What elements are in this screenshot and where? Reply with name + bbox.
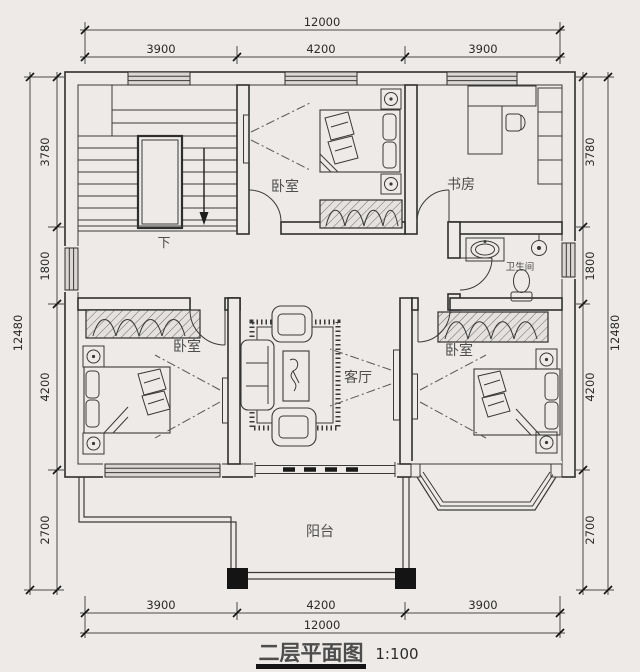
- stair-down-arrow: [199, 148, 209, 225]
- title-underline: [256, 664, 366, 669]
- title-block: 二层平面图 1:100: [256, 642, 419, 669]
- window-top-middle: [284, 71, 358, 86]
- room-bedroom-right: 卧室: [411, 309, 561, 454]
- tv-living: [393, 349, 400, 421]
- sofa: [240, 339, 275, 411]
- balcony-column-right: [395, 568, 416, 589]
- wardrobe-left: [85, 309, 201, 339]
- dim-right-seg3: 4200: [583, 372, 597, 401]
- window-top-left: [127, 71, 191, 86]
- balcony: 阳台: [78, 477, 416, 589]
- balcony-label: 阳台: [306, 523, 334, 539]
- bedroom-top-label: 卧室: [271, 178, 299, 194]
- door-bedroom-right: [417, 309, 451, 343]
- nightstand: [380, 88, 402, 110]
- dim-bottom-total: 12000: [304, 618, 341, 632]
- nightstand: [380, 173, 402, 195]
- toilet: [510, 269, 533, 302]
- bed-right: [473, 368, 561, 436]
- study-label: 书房: [447, 176, 475, 192]
- nightstand: [82, 345, 105, 368]
- desk: [467, 85, 537, 155]
- wardrobe-right: [437, 311, 549, 343]
- dimension-top: 12000 3900 4200 3900: [80, 15, 565, 64]
- dim-top-seg3: 3900: [468, 42, 497, 56]
- door-bathroom: [459, 257, 493, 291]
- windows: [63, 71, 577, 479]
- bed-left: [83, 366, 171, 434]
- bookshelf: [537, 87, 563, 185]
- dimension-left: 3780 1800 4200 2700 12480: [11, 72, 64, 595]
- window-left-hallway: [63, 246, 80, 292]
- dim-bottom-seg2: 4200: [306, 598, 335, 612]
- bedroom-right-label: 卧室: [445, 342, 473, 358]
- room-study: 书房: [416, 85, 563, 223]
- balcony-column-left: [227, 568, 248, 589]
- coffee-table: [282, 350, 310, 402]
- bathroom-label: 卫生间: [506, 261, 535, 273]
- bed-top: [319, 109, 401, 173]
- room-bedroom-top: 卧室: [243, 88, 403, 229]
- tv-bedroom-right: [411, 373, 418, 420]
- dim-top-seg2: 4200: [306, 42, 335, 56]
- dim-right-seg4: 2700: [583, 515, 597, 544]
- dim-top-seg1: 3900: [146, 42, 175, 56]
- armchair-bottom: [271, 407, 317, 447]
- dimension-bottom: 3900 4200 3900 12000: [80, 596, 565, 638]
- armchair-top: [271, 305, 313, 343]
- desk-chair: [505, 113, 526, 132]
- bedroom-left-label: 卧室: [173, 338, 201, 354]
- dim-bottom-seg3: 3900: [468, 598, 497, 612]
- stairs-down-label: 下: [157, 235, 170, 250]
- nightstand: [535, 431, 558, 454]
- living-room-label: 客厅: [344, 369, 372, 385]
- door-bedroom-left: [189, 309, 226, 346]
- staircase: 下: [78, 85, 237, 250]
- nightstand: [82, 432, 105, 455]
- stair-well: [136, 134, 184, 230]
- dim-left-total: 12480: [11, 315, 25, 352]
- dim-top-total: 12000: [304, 15, 341, 29]
- balcony-sliding-door: [253, 462, 397, 479]
- dim-left-seg2: 1800: [38, 251, 52, 280]
- tv-bedroom-top: [243, 114, 250, 164]
- dim-left-seg3: 4200: [38, 372, 52, 401]
- dim-right-seg1: 3780: [583, 137, 597, 166]
- wardrobe-top: [319, 199, 403, 229]
- room-bedroom-left: 卧室: [82, 309, 229, 455]
- tv-bedroom-left: [222, 377, 229, 424]
- window-top-right: [446, 71, 518, 86]
- window-right-bathroom: [560, 241, 577, 279]
- dim-left-seg4: 2700: [38, 515, 52, 544]
- plan-title: 二层平面图: [259, 642, 364, 665]
- dim-right-seg2: 1800: [583, 251, 597, 280]
- dim-left-seg1: 3780: [38, 137, 52, 166]
- shower-head: [531, 234, 547, 256]
- room-bathroom: 卫生间: [459, 234, 547, 302]
- door-bedroom-top: [248, 189, 282, 223]
- bay-window: [410, 461, 563, 511]
- dim-right-total: 12480: [608, 315, 622, 352]
- window-bottom-left-bedroom: [103, 462, 222, 479]
- dim-bottom-seg1: 3900: [146, 598, 175, 612]
- plan-scale: 1:100: [375, 645, 418, 663]
- dimension-right: 3780 1800 4200 2700 12480: [576, 72, 622, 595]
- room-living: 客厅: [240, 305, 400, 447]
- door-study: [416, 189, 450, 223]
